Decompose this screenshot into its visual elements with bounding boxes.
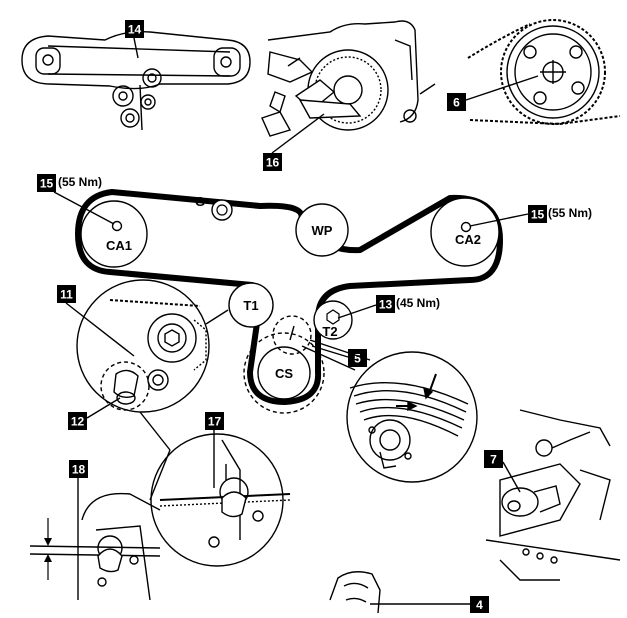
- callout-4: 4: [370, 596, 489, 613]
- torque-ca1: (55 Nm): [58, 175, 102, 189]
- pulley-t1-label: T1: [243, 298, 258, 313]
- callout-6-label: 6: [453, 96, 460, 110]
- pulley-ca2-label: CA2: [455, 232, 481, 247]
- pulley-t2-label: T2: [322, 324, 337, 339]
- detail-5-circle: [346, 351, 478, 483]
- callout-15-ca2-label: 15: [531, 208, 545, 222]
- pulley-wp: [295, 203, 349, 257]
- callout-17: 17: [205, 412, 224, 488]
- callout-12: 12: [68, 397, 121, 430]
- detail-tensioner-circle: [76, 279, 210, 413]
- callout-15-ca1-label: 15: [40, 177, 54, 191]
- sprocket-6-drawing: [467, 19, 621, 126]
- belt-routing: CA1 CA2 WP G T1 T2 CS: [75, 189, 503, 414]
- pulley-t1: [228, 282, 274, 328]
- pulley-wp-label: WP: [312, 223, 333, 238]
- callout-18-label: 18: [72, 463, 86, 477]
- pulley-cs-label: CS: [275, 366, 293, 381]
- detail-18-drawing: [29, 449, 171, 601]
- torque-ca2: (55 Nm): [548, 206, 592, 220]
- callout-17-label: 17: [208, 415, 222, 429]
- torque-t2: (45 Nm): [396, 296, 440, 310]
- callout-13-label: 13: [379, 298, 393, 312]
- tool-16-drawing: [261, 20, 436, 137]
- pulley-ca1-label: CA1: [106, 238, 132, 253]
- detail-7-drawing: [485, 409, 621, 581]
- callout-14: 14: [125, 20, 144, 59]
- callout-16-label: 16: [266, 156, 280, 170]
- pulley-cs: [257, 346, 311, 400]
- callout-7: 7: [484, 450, 521, 493]
- callout-14-label: 14: [128, 23, 142, 37]
- g-label: G: [195, 194, 205, 209]
- tool-14-drawing: [21, 30, 251, 131]
- pulley-ca1: [80, 200, 148, 268]
- detail-18-arrows: [44, 518, 52, 580]
- callout-15-ca2: 15 (55 Nm): [469, 205, 592, 227]
- callout-4-label: 4: [476, 598, 483, 612]
- callout-7-label: 7: [490, 453, 497, 467]
- detail-17-circle: [139, 411, 291, 567]
- callout-15-ca1: 15 (55 Nm): [37, 174, 115, 225]
- callout-11: 11: [57, 285, 229, 357]
- detail-5-connectors: [301, 339, 371, 371]
- callout-5-label: 5: [354, 352, 361, 366]
- callout-18: 18: [69, 460, 88, 600]
- callout-16: 16: [263, 113, 325, 171]
- crankshaft-outline: [243, 332, 325, 414]
- item-4-drawing: [329, 571, 381, 614]
- callout-11-label: 11: [60, 288, 73, 302]
- crank-mark-detail: [272, 315, 312, 355]
- callout-12-label: 12: [71, 415, 85, 429]
- callout-6: 6: [447, 75, 539, 111]
- callout-13: 13 (45 Nm): [337, 295, 440, 319]
- callout-5: 5: [311, 345, 367, 367]
